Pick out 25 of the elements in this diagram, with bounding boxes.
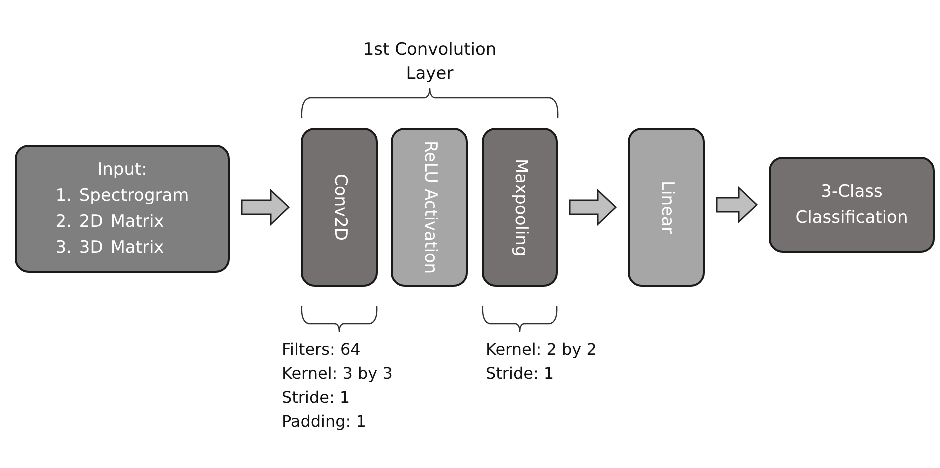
node-label: 3-Class Classification xyxy=(794,181,910,230)
layer-box xyxy=(301,128,378,287)
block-arrow xyxy=(569,188,618,226)
block-arrow xyxy=(716,186,758,224)
node-label: ReLU Activation xyxy=(420,140,440,274)
parameter-text: Kernel: 2 by 2 xyxy=(486,340,597,359)
group-label: 1st Convolution Layer xyxy=(362,39,498,86)
layer-box xyxy=(391,128,468,287)
output-box xyxy=(769,157,935,253)
node-label: Linear xyxy=(656,181,676,234)
input-box xyxy=(15,145,230,273)
node-label: Conv2D xyxy=(330,174,350,241)
layer-box xyxy=(628,128,705,287)
list-item: 3. 3D Matrix xyxy=(56,237,164,260)
block-arrow xyxy=(241,188,290,226)
parameter-text: Stride: 1 xyxy=(486,364,554,383)
parameter-text: Kernel: 3 by 3 xyxy=(282,364,393,383)
parameter-text: Stride: 1 xyxy=(282,388,350,407)
parameter-text: Padding: 1 xyxy=(282,412,366,431)
node-label: Maxpooling xyxy=(510,158,530,256)
heading-text: Input: xyxy=(98,159,148,182)
layer-box xyxy=(482,128,558,287)
list-item: 1. Spectrogram xyxy=(56,185,190,208)
list-item: 2. 2D Matrix xyxy=(56,211,164,234)
parameter-text: Filters: 64 xyxy=(282,340,361,359)
